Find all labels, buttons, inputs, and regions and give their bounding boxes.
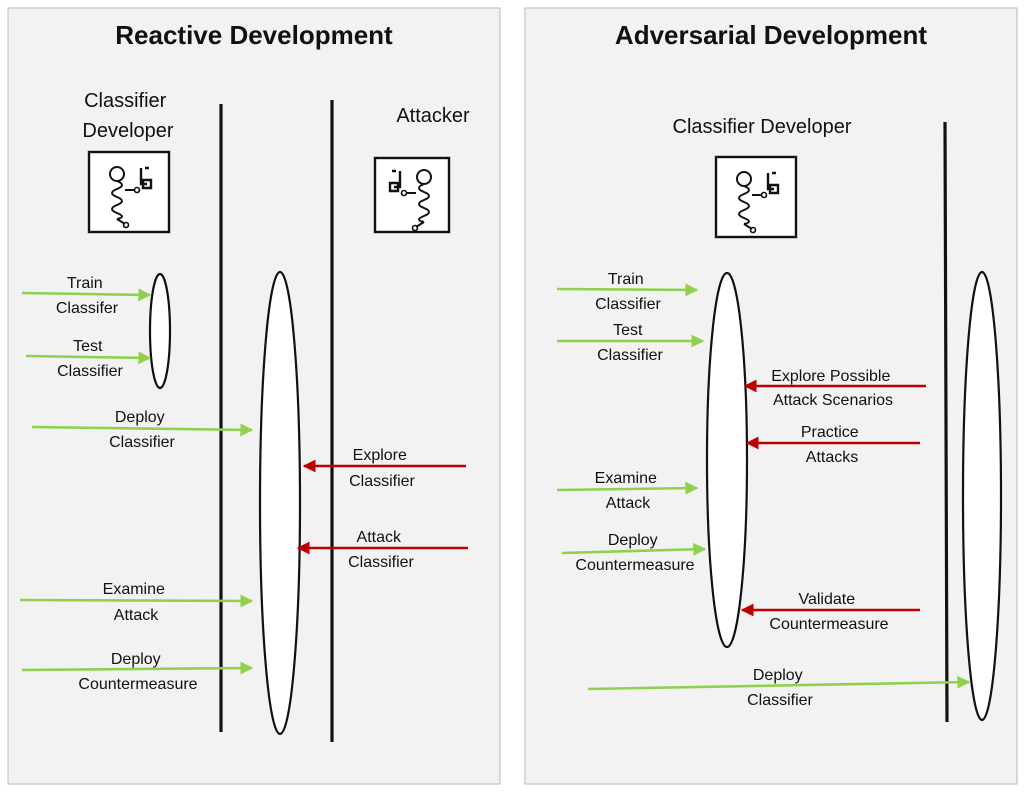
step-label: Practice Attacks [801, 424, 863, 466]
reactive-panel-background [7, 7, 501, 785]
adversarial-step-train: Train Classifier [556, 271, 699, 313]
step-label: Test Classifier [597, 322, 663, 364]
reactive-training-activation [148, 272, 172, 390]
reactive-developer-label: Classifier Developer [82, 90, 174, 142]
reactive-step-explore: Explore Classifier [302, 447, 466, 490]
reactive-developer-icon [87, 150, 171, 234]
reactive-step-train: Train Classifer [21, 275, 152, 317]
reactive-attacker-label: Attacker [396, 105, 470, 127]
reactive-step-test: Test Classifier [25, 338, 152, 380]
adversarial-title: Adversarial Development [615, 20, 927, 50]
adversarial-developer-icon [714, 155, 798, 239]
step-label: Explore Possible Attack Scenarios [771, 368, 895, 409]
developer-arrow [21, 288, 152, 302]
adversarial-step-explore: Explore Possible Attack Scenarios [743, 368, 926, 409]
adversarial-step-validate: Validate Countermeasure [740, 591, 920, 633]
step-label: Examine Attack [595, 470, 662, 512]
step-label: Deploy Classifier [109, 409, 175, 451]
step-label: Validate Countermeasure [769, 591, 888, 633]
step-label: Examine Attack [103, 581, 170, 624]
adversarial-developer-label: Classifier Developer [673, 116, 852, 138]
adversarial-panel-background [524, 7, 1018, 785]
adversarial-step-examine: Examine Attack [556, 470, 699, 512]
reactive-step-countermeasure: Deploy Countermeasure [21, 651, 254, 693]
adversarial-deployment-lifeline [943, 121, 949, 723]
developer-arrow [19, 594, 254, 608]
adversarial-step-deploy: Deploy Classifier [587, 667, 971, 709]
step-label: Deploy Classifier [747, 667, 813, 709]
adversarial-panel: Adversarial Development Classifier Devel… [524, 7, 1018, 785]
developer-arrow [587, 675, 971, 691]
step-label: Deploy Countermeasure [575, 532, 694, 574]
step-label: Deploy Countermeasure [78, 651, 197, 693]
reactive-step-deploy: Deploy Classifier [31, 409, 254, 451]
step-label: Train Classifer [56, 275, 119, 317]
developer-arrow [25, 351, 152, 365]
developer-arrow [31, 423, 254, 437]
adversarial-step-countermeasure: Deploy Countermeasure [561, 532, 707, 574]
step-label: Train Classifier [595, 271, 661, 313]
step-label: Attack Classifier [348, 529, 414, 571]
reactive-step-examine: Examine Attack [19, 581, 254, 624]
developer-arrow [21, 661, 254, 675]
reactive-step-attack: Attack Classifier [296, 529, 468, 571]
reactive-panel: Reactive Development Classifier Develope… [7, 7, 501, 785]
reactive-attacker-icon [373, 156, 451, 234]
step-label: Explore Classifier [349, 447, 415, 490]
developer-arrow [556, 481, 699, 495]
developer-arrow [561, 542, 707, 556]
reactive-title: Reactive Development [115, 20, 393, 50]
step-label: Test Classifier [57, 338, 123, 380]
reactive-deployment-activation [258, 270, 302, 736]
adversarial-step-test: Test Classifier [557, 322, 705, 364]
adversarial-development-activation [705, 271, 749, 649]
developer-arrow [556, 283, 699, 297]
adversarial-deployment-activation [961, 270, 1003, 722]
adversarial-step-practice: Practice Attacks [745, 424, 920, 466]
